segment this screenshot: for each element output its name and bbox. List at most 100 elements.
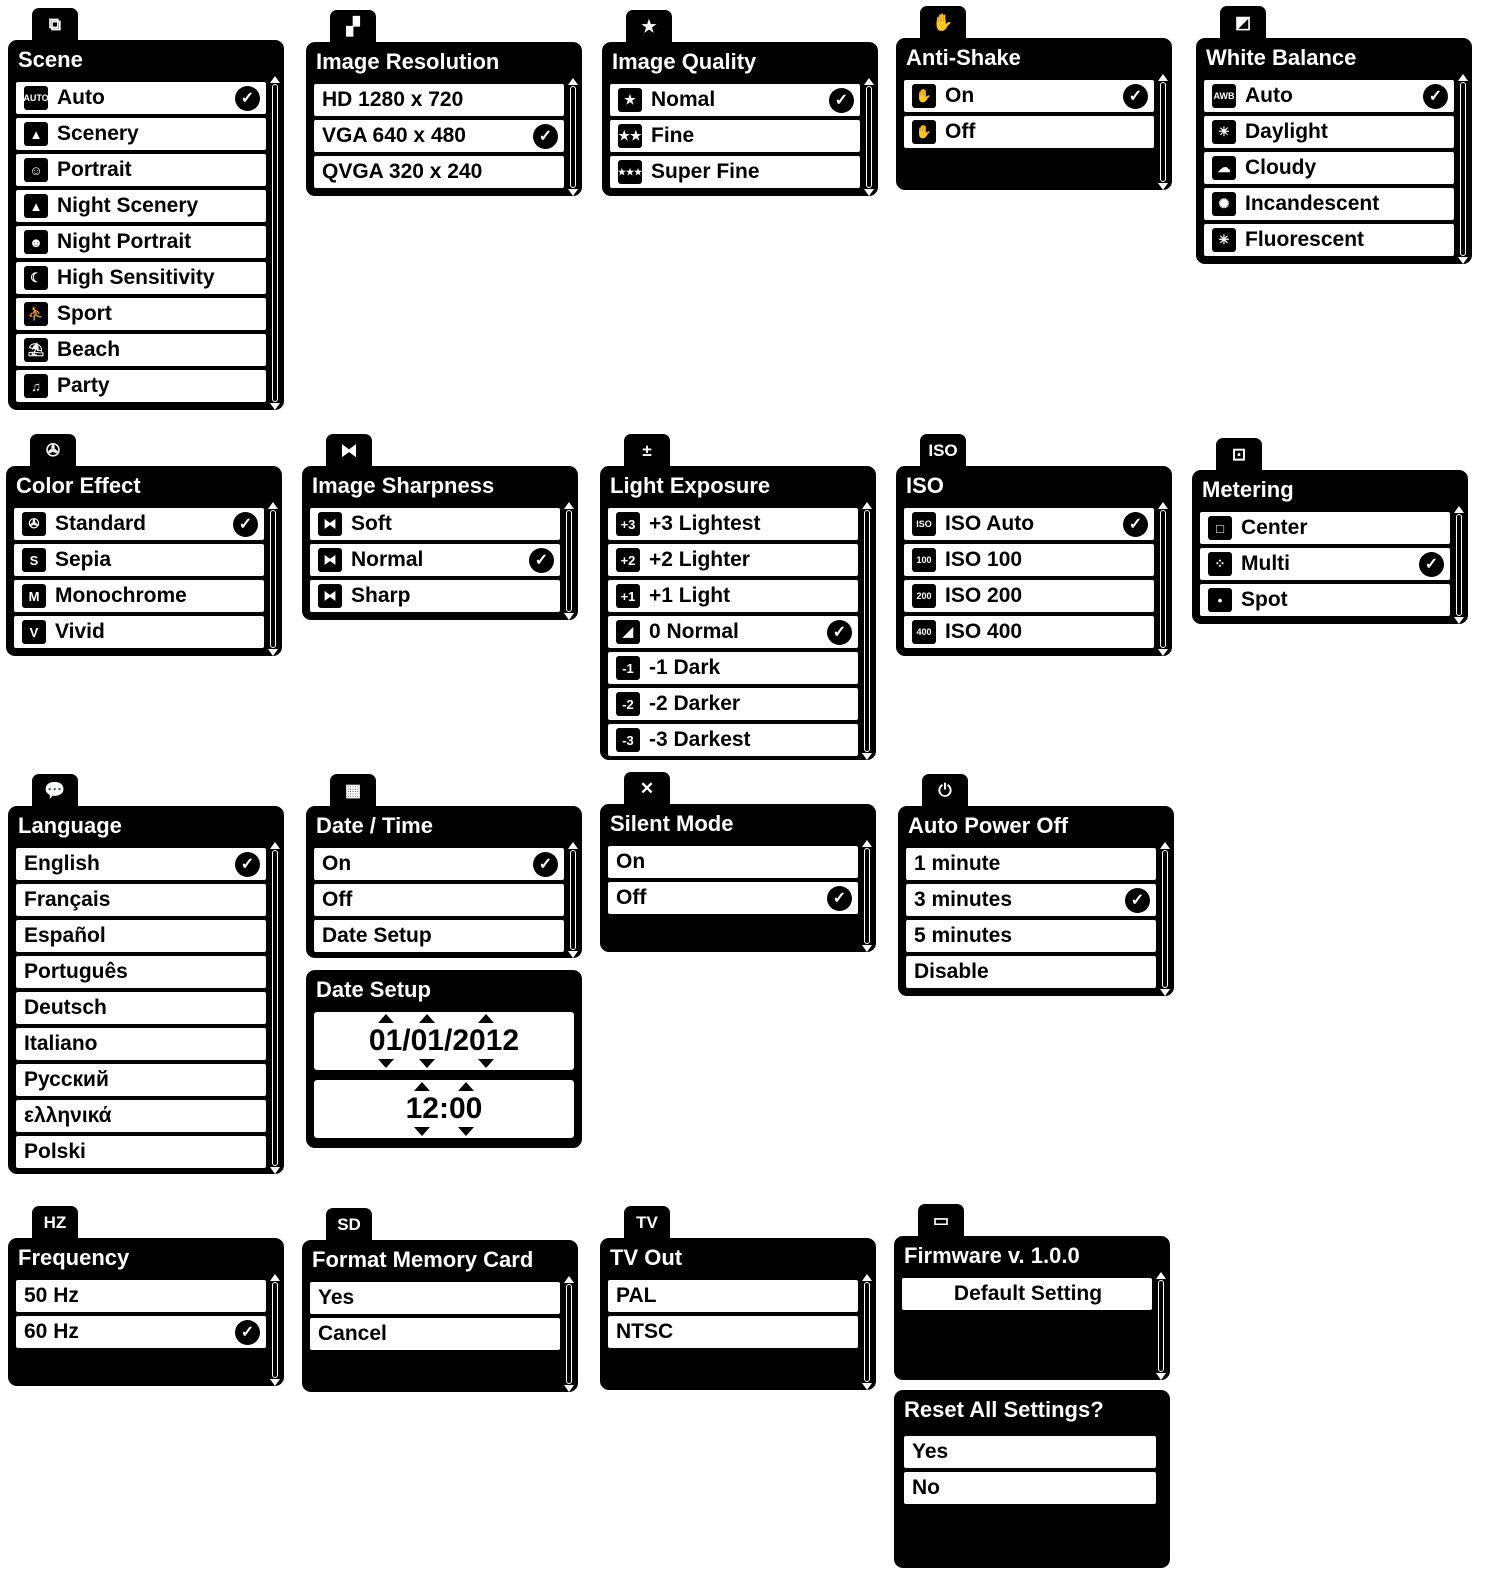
iso-scrollbar[interactable] <box>1158 502 1168 656</box>
down-arrow-icon[interactable] <box>414 1127 431 1136</box>
year-spinner[interactable]: 2012 <box>452 1014 519 1068</box>
scene-option[interactable]: ▲Night Scenery <box>16 190 266 222</box>
format-scrollbar[interactable] <box>564 1276 574 1392</box>
hour-spinner[interactable]: 12 <box>406 1082 439 1136</box>
autopower-option[interactable]: 3 minutes✓ <box>906 884 1156 916</box>
exposure-option[interactable]: -3-3 Darkest <box>608 724 858 756</box>
scene-option[interactable]: ▲Scenery <box>16 118 266 150</box>
autopower-scrollbar[interactable] <box>1160 842 1170 996</box>
scene-option[interactable]: ⛹Sport <box>16 298 266 330</box>
sharpness-option[interactable]: ⧓Normal✓ <box>310 544 560 576</box>
resolution-option[interactable]: VGA 640 x 480✓ <box>314 120 564 152</box>
exposure-option[interactable]: +1+1 Light <box>608 580 858 612</box>
language-option[interactable]: Deutsch <box>16 992 266 1024</box>
exposure-scrollbar[interactable] <box>862 502 872 760</box>
resolution-option[interactable]: HD 1280 x 720 <box>314 84 564 116</box>
frequency-scrollbar[interactable] <box>270 1274 280 1386</box>
language-option[interactable]: Français <box>16 884 266 916</box>
down-arrow-icon[interactable] <box>477 1059 494 1068</box>
up-arrow-icon[interactable] <box>414 1082 431 1091</box>
datetime-option[interactable]: On✓ <box>314 848 564 880</box>
antishake-option[interactable]: ✋On✓ <box>904 80 1154 112</box>
metering-option[interactable]: □Center <box>1200 512 1450 544</box>
quality-option[interactable]: ★Nomal✓ <box>610 84 860 116</box>
frequency-option[interactable]: 50 Hz <box>16 1280 266 1312</box>
exposure-option[interactable]: ◢0 Normal✓ <box>608 616 858 648</box>
format-option[interactable]: Cancel <box>310 1318 560 1350</box>
whitebalance-option[interactable]: ☁Cloudy <box>1204 152 1454 184</box>
exposure-option[interactable]: -1-1 Dark <box>608 652 858 684</box>
sharpness-option[interactable]: ⧓Soft <box>310 508 560 540</box>
firmware-option[interactable]: Default Setting <box>902 1278 1152 1310</box>
up-arrow-icon[interactable] <box>477 1014 494 1023</box>
autopower-option[interactable]: 5 minutes <box>906 920 1156 952</box>
sharpness-option[interactable]: ⧓Sharp <box>310 580 560 612</box>
language-option[interactable]: Español <box>16 920 266 952</box>
resolution-option[interactable]: QVGA 320 x 240 <box>314 156 564 188</box>
quality-scrollbar[interactable] <box>864 78 874 196</box>
up-arrow-icon[interactable] <box>457 1082 474 1091</box>
language-option[interactable]: Polski <box>16 1136 266 1168</box>
coloreffect-scrollbar[interactable] <box>268 502 278 656</box>
whitebalance-scrollbar[interactable] <box>1458 74 1468 264</box>
language-scrollbar[interactable] <box>270 842 280 1174</box>
autopower-option[interactable]: Disable <box>906 956 1156 988</box>
quality-option[interactable]: ★★Fine <box>610 120 860 152</box>
scene-option[interactable]: ☻Night Portrait <box>16 226 266 258</box>
down-arrow-icon[interactable] <box>419 1059 436 1068</box>
whitebalance-option[interactable]: ☀Daylight <box>1204 116 1454 148</box>
scene-scrollbar[interactable] <box>270 76 280 410</box>
language-option[interactable]: Italiano <box>16 1028 266 1060</box>
exposure-option[interactable]: +2+2 Lighter <box>608 544 858 576</box>
silent-scrollbar[interactable] <box>862 840 872 952</box>
whitebalance-option[interactable]: ✺Incandescent <box>1204 188 1454 220</box>
antishake-option[interactable]: ✋Off <box>904 116 1154 148</box>
antishake-scrollbar[interactable] <box>1158 74 1168 190</box>
exposure-option[interactable]: +3+3 Lightest <box>608 508 858 540</box>
up-arrow-icon[interactable] <box>419 1014 436 1023</box>
language-option[interactable]: English✓ <box>16 848 266 880</box>
exposure-option[interactable]: -2-2 Darker <box>608 688 858 720</box>
firmware-scrollbar[interactable] <box>1156 1272 1166 1380</box>
datetime-scrollbar[interactable] <box>568 842 578 958</box>
reset-no-button[interactable]: No <box>904 1472 1156 1504</box>
scene-option[interactable]: ☺Portrait <box>16 154 266 186</box>
whitebalance-option[interactable]: ✳Fluorescent <box>1204 224 1454 256</box>
datetime-option[interactable]: Off <box>314 884 564 916</box>
scene-option[interactable]: ☾High Sensitivity <box>16 262 266 294</box>
coloreffect-option[interactable]: ✇Standard✓ <box>14 508 264 540</box>
month-spinner[interactable]: 01 <box>369 1014 402 1068</box>
frequency-option[interactable]: 60 Hz✓ <box>16 1316 266 1348</box>
quality-option[interactable]: ★★★Super Fine <box>610 156 860 188</box>
autopower-option[interactable]: 1 minute <box>906 848 1156 880</box>
language-option[interactable]: Português <box>16 956 266 988</box>
reset-yes-button[interactable]: Yes <box>904 1436 1156 1468</box>
tvout-option[interactable]: NTSC <box>608 1316 858 1348</box>
silent-option[interactable]: On <box>608 846 858 878</box>
language-option[interactable]: ελληνικά <box>16 1100 266 1132</box>
day-spinner[interactable]: 01 <box>411 1014 444 1068</box>
language-option[interactable]: Русский <box>16 1064 266 1096</box>
scene-option[interactable]: ⛱Beach <box>16 334 266 366</box>
up-arrow-icon[interactable] <box>377 1014 394 1023</box>
datetime-option[interactable]: Date Setup <box>314 920 564 952</box>
down-arrow-icon[interactable] <box>457 1127 474 1136</box>
resolution-scrollbar[interactable] <box>568 78 578 196</box>
minute-spinner[interactable]: 00 <box>449 1082 482 1136</box>
metering-option[interactable]: ⁘Multi✓ <box>1200 548 1450 580</box>
scene-option[interactable]: ♫Party <box>16 370 266 402</box>
format-option[interactable]: Yes <box>310 1282 560 1314</box>
sharpness-scrollbar[interactable] <box>564 502 574 620</box>
tvout-option[interactable]: PAL <box>608 1280 858 1312</box>
silent-option[interactable]: Off✓ <box>608 882 858 914</box>
down-arrow-icon[interactable] <box>377 1059 394 1068</box>
